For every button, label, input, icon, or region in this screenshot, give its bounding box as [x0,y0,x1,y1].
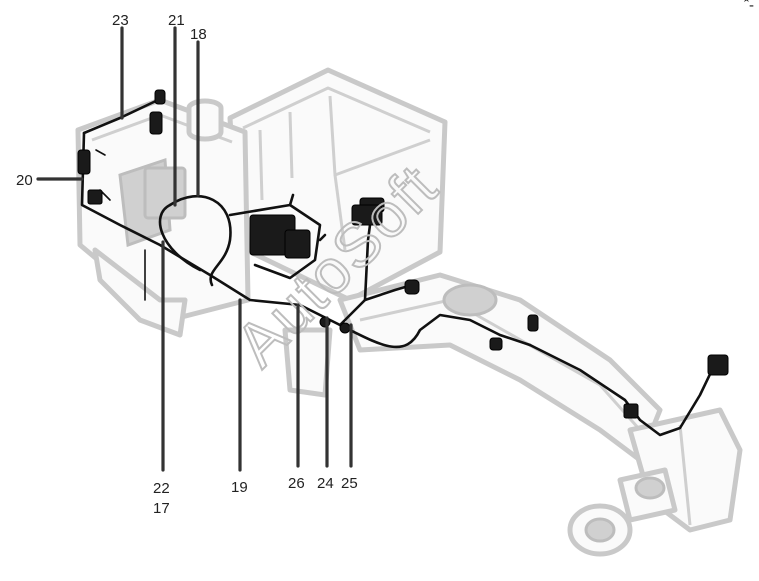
callout-17: 17 [153,500,170,517]
callout-24: 24 [317,475,334,492]
corner-mark: ˆ- [744,0,754,14]
callout-25: 25 [341,475,358,492]
callout-labels: 23 21 18 20 22 17 19 26 24 25 [16,12,358,517]
callout-21: 21 [168,12,185,29]
callout-19: 19 [231,479,248,496]
callout-26: 26 [288,475,305,492]
wiring-harness [77,89,729,437]
callout-23: 23 [112,12,129,29]
leader-lines [36,26,353,472]
machine-frame [75,67,743,557]
callout-20: 20 [16,172,33,189]
callout-18: 18 [190,26,207,43]
callout-22: 22 [153,480,170,497]
